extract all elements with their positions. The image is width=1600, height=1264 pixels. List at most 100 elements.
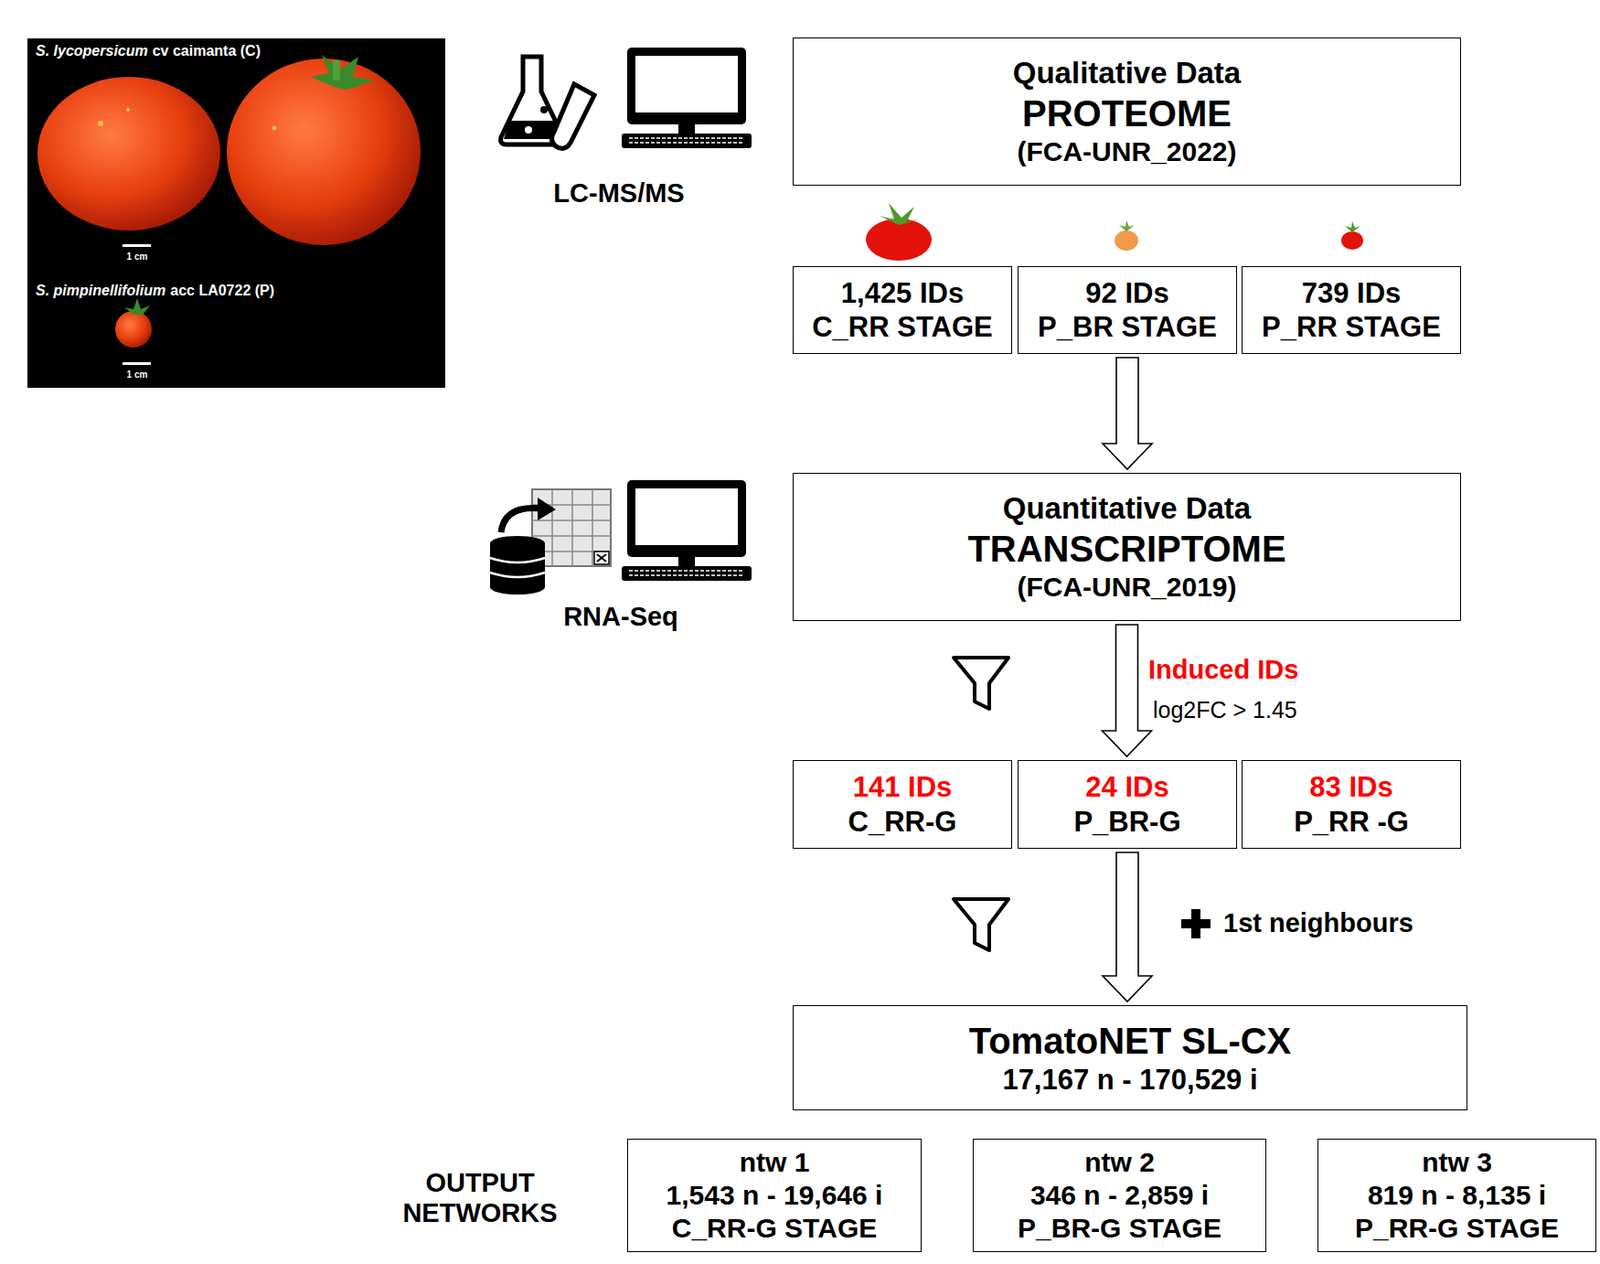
box-title: 83 IDs — [1309, 769, 1393, 804]
excel-x — [597, 554, 607, 562]
tomato-calyx — [124, 298, 150, 315]
flask-icon — [501, 56, 595, 149]
tomato-leaves — [879, 202, 920, 225]
box-text: P_RR-G STAGE — [1354, 1211, 1559, 1245]
scale-bar — [122, 244, 151, 247]
species-name: S. pimpinellifolium — [35, 282, 166, 299]
box-text: C_RR-G — [848, 804, 958, 839]
box-text: P_RR STAGE — [1261, 309, 1441, 344]
screen — [635, 488, 738, 545]
tomato-photo — [27, 38, 446, 388]
import-arrow — [501, 508, 542, 533]
data-source-box: Qualitative DataPROTEOME(FCA-UNR_2022) — [792, 37, 1462, 186]
import-arrowhead — [537, 497, 556, 521]
computer-icon — [621, 480, 752, 581]
step-label: 1st neighbours — [1223, 907, 1414, 939]
threshold-label: log2FC > 1.45 — [1152, 696, 1298, 724]
accession-name: acc LA0722 (P) — [170, 282, 275, 299]
flow-arrow — [1102, 852, 1152, 1002]
flow-arrow — [1102, 357, 1152, 470]
tomato-stem — [332, 60, 341, 81]
box-title: 1,425 IDs — [841, 276, 964, 310]
tomato-body — [1341, 231, 1364, 250]
network-box: TomatoNET SL-CX17,167 n - 170,529 i — [792, 1004, 1468, 1110]
excel-mark — [594, 551, 609, 565]
box-title: 24 IDs — [1085, 769, 1169, 804]
method-label: RNA-Seq — [563, 601, 679, 632]
tomato-fruit — [37, 76, 221, 231]
tomato-fruit — [226, 58, 421, 246]
count-box: 92 IDsP_BR STAGE — [1017, 266, 1238, 354]
stand — [678, 556, 695, 566]
box-title: ntw 3 — [1421, 1145, 1493, 1179]
plus-icon — [1181, 908, 1211, 939]
filter-icon — [953, 657, 1009, 709]
filter-icon — [953, 898, 1009, 950]
scale-bar — [122, 362, 151, 365]
test-tube — [551, 84, 595, 149]
section-label: OUTPUT NETWORKS — [388, 1167, 572, 1229]
box-title: 141 IDs — [853, 769, 953, 804]
monitor — [627, 47, 747, 125]
output-network-box: ntw 2346 n - 2,859 iP_BR-G STAGE — [972, 1138, 1267, 1252]
keyboard — [621, 565, 752, 581]
database-sheet-icon — [490, 489, 611, 595]
tomato-leaves — [1119, 220, 1135, 232]
box-text: 17,167 n - 170,529 i — [1002, 1062, 1258, 1097]
tomato-calyx — [310, 54, 375, 90]
box-text: (FCA-UNR_2022) — [1016, 135, 1237, 169]
tomato-leaves — [1344, 221, 1361, 233]
keyboard — [621, 133, 752, 149]
monitor — [627, 480, 747, 557]
scale-label: 1 cm — [127, 251, 149, 263]
box-text: P_BR-G — [1073, 804, 1181, 839]
tomato-body — [1114, 230, 1139, 251]
stand — [678, 124, 695, 134]
fruit-spot — [97, 120, 104, 127]
count-box: 739 IDsP_RR STAGE — [1241, 266, 1462, 354]
box-text: C_RR STAGE — [811, 309, 993, 344]
output-network-box: ntw 11,543 n - 19,646 iC_RR-G STAGE — [627, 1138, 922, 1252]
box-text: P_BR-G STAGE — [1017, 1211, 1222, 1245]
screen — [635, 55, 738, 113]
box-text: C_RR-G STAGE — [672, 1211, 877, 1245]
box-text: P_RR -G — [1293, 804, 1409, 839]
box-title: ntw 1 — [739, 1145, 811, 1179]
output-network-box: ntw 3819 n - 8,135 iP_RR-G STAGE — [1317, 1138, 1597, 1252]
box-text: 346 n - 2,859 i — [1030, 1178, 1209, 1212]
data-source-box: Quantitative DataTRANSCRIPTOME(FCA-UNR_2… — [792, 472, 1462, 621]
box-text: P_BR STAGE — [1037, 309, 1217, 344]
method-label: LC-MS/MS — [553, 178, 684, 209]
box-text: (FCA-UNR_2019) — [1016, 570, 1237, 604]
count-box: 141 IDsC_RR-G — [792, 759, 1013, 849]
box-title: 739 IDs — [1301, 276, 1402, 310]
bubble — [540, 106, 548, 114]
species-name: S. lycopersicum — [35, 42, 149, 60]
keys — [629, 570, 745, 576]
count-box: 1,425 IDsC_RR STAGE — [792, 266, 1013, 354]
fruit-spot — [272, 126, 278, 131]
database-bands — [490, 557, 545, 577]
bubble — [524, 126, 533, 134]
box-title: 92 IDs — [1085, 276, 1169, 310]
count-box: 83 IDsP_RR -G — [1241, 759, 1462, 849]
tomato-icon — [865, 202, 1364, 261]
box-title: Quantitative Data — [1002, 490, 1251, 527]
box-text: 1,543 n - 19,646 i — [666, 1178, 884, 1212]
box-title: ntw 2 — [1084, 1145, 1155, 1179]
database — [490, 579, 545, 595]
scale-label: 1 cm — [127, 369, 149, 381]
tomato-fruit — [115, 310, 152, 348]
flow-arrow — [1102, 624, 1152, 757]
accession-name: cv caimanta (C) — [152, 42, 261, 60]
keys — [629, 138, 745, 143]
fruit-spot — [126, 107, 130, 112]
box-text: TRANSCRIPTOME — [967, 526, 1286, 571]
computer-icon — [621, 47, 752, 149]
photo-background — [27, 38, 446, 388]
box-text: 819 n - 8,135 i — [1367, 1178, 1547, 1212]
box-title: TomatoNET SL-CX — [969, 1018, 1292, 1063]
box-text: PROTEOME — [1022, 91, 1232, 136]
count-box: 24 IDsP_BR-G — [1017, 759, 1238, 849]
